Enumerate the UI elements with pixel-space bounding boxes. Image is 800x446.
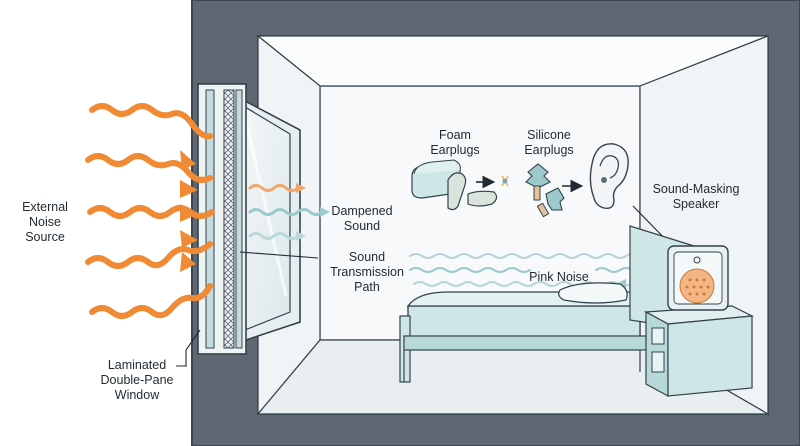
- silicone-earplugs-label: Silicone Earplugs: [514, 128, 584, 158]
- dampened-sound-label: Dampened Sound: [322, 204, 402, 234]
- foam-earplugs-label: Foam Earplugs: [420, 128, 490, 158]
- nightstand-icon: [646, 306, 752, 396]
- window-icon: [198, 84, 300, 354]
- external-noise-label: External Noise Source: [10, 200, 80, 245]
- sound-transmission-label: Sound Transmission Path: [322, 250, 412, 295]
- laminated-window-label: Laminated Double-Pane Window: [92, 358, 182, 403]
- pink-noise-label: Pink Noise: [524, 270, 594, 285]
- sound-masking-speaker-label: Sound-Masking Speaker: [646, 182, 746, 212]
- speaker-icon: [668, 246, 728, 310]
